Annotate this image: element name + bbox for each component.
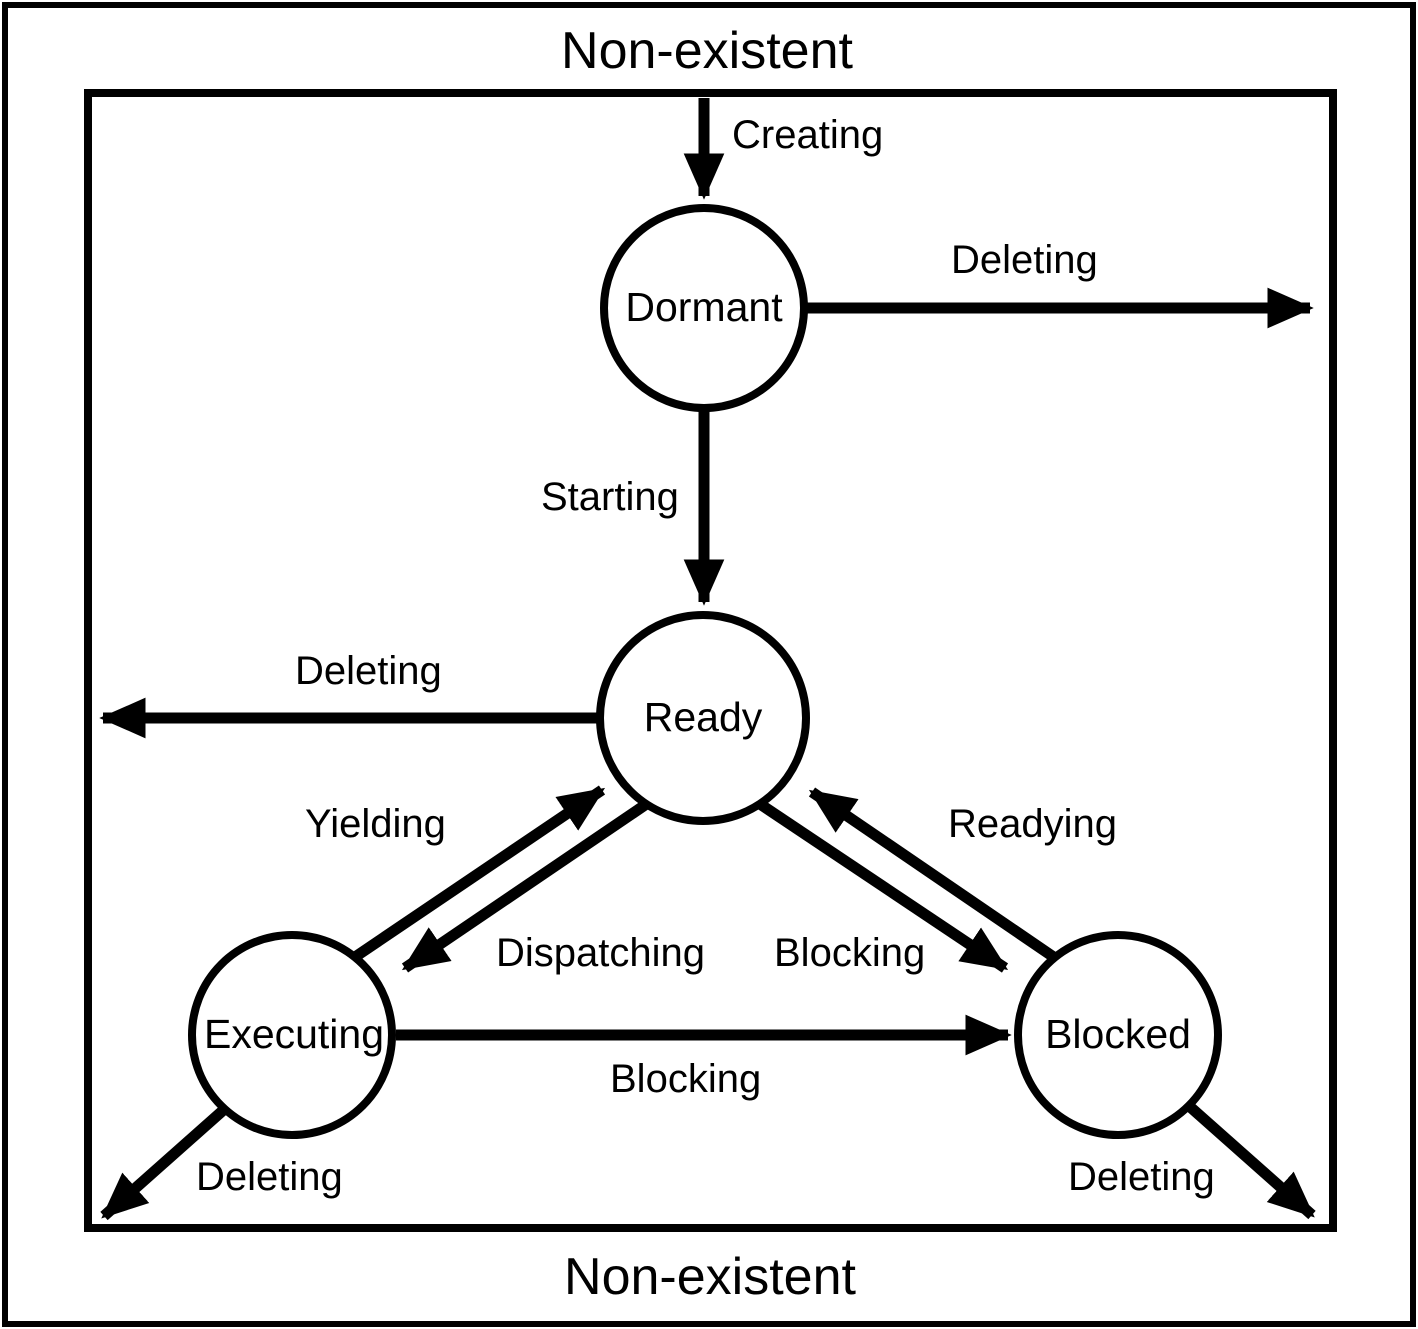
state-node-blocked[interactable] — [1014, 931, 1222, 1139]
edge-blocked-deleting — [1184, 1100, 1316, 1220]
transition-label-ready-blocking: Blocking — [774, 931, 925, 975]
transition-label-creating: Creating — [732, 113, 883, 157]
transition-label-dormant-deleting: Deleting — [951, 238, 1098, 282]
region-label-top-non-existent: Non-existent — [561, 22, 853, 80]
transition-label-ready-deleting: Deleting — [295, 649, 442, 693]
transition-label-blocked-deleting: Deleting — [1068, 1155, 1215, 1199]
edge-yielding — [351, 785, 606, 962]
transition-label-executing-blocking: Blocking — [610, 1057, 761, 1101]
state-node-dormant[interactable] — [600, 204, 808, 412]
edge-dispatching — [401, 798, 652, 973]
transition-label-executing-deleting: Deleting — [196, 1155, 343, 1199]
state-label-blocked: Blocked — [1045, 1011, 1191, 1057]
existent-region-frame — [84, 89, 1337, 1232]
transition-label-readying: Readying — [948, 802, 1117, 846]
transition-label-dispatching: Dispatching — [496, 931, 705, 975]
edge-readying — [808, 787, 1062, 965]
edge-ready-blocking — [753, 797, 1009, 973]
transition-label-starting: Starting — [541, 475, 679, 519]
state-label-executing: Executing — [204, 1011, 384, 1057]
region-label-bottom-non-existent: Non-existent — [564, 1248, 856, 1306]
state-node-ready[interactable] — [596, 611, 810, 825]
edge-executing-deleting — [100, 1101, 232, 1221]
state-node-executing[interactable] — [188, 931, 396, 1139]
state-label-ready: Ready — [644, 694, 763, 740]
transition-label-yielding: Yielding — [305, 802, 446, 846]
state-label-dormant: Dormant — [625, 284, 783, 330]
